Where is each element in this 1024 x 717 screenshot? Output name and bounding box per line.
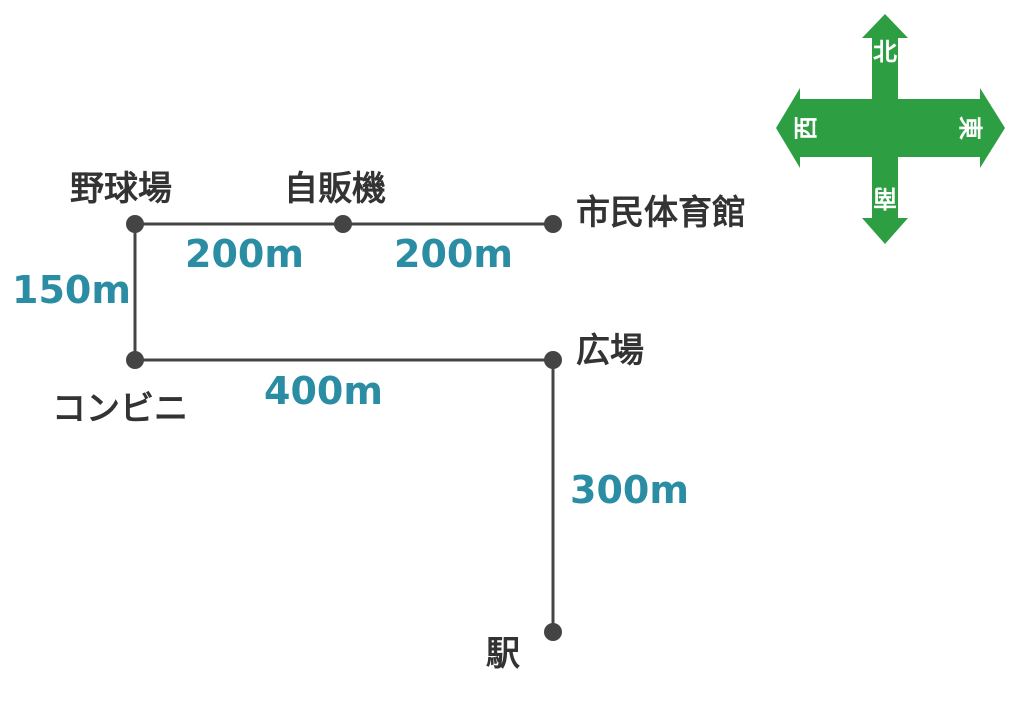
distance-plaza-station: 300m	[570, 468, 689, 512]
distance-labels: 200m 200m 150m 400m 300m	[12, 232, 689, 512]
distance-stadium-convenience: 150m	[12, 268, 131, 312]
label-station: 駅	[486, 634, 520, 674]
compass-south-label: 南	[873, 184, 897, 212]
distance-stadium-vending: 200m	[185, 232, 304, 276]
route-nodes	[126, 215, 562, 641]
place-labels: 野球場 自販機 市民体育館 コンビニ 広場 駅	[52, 169, 746, 674]
label-plaza: 広場	[576, 331, 644, 371]
label-vending-machine: 自販機	[284, 169, 386, 209]
node-convenience-store	[126, 351, 144, 369]
label-gymnasium: 市民体育館	[576, 193, 746, 233]
compass-cross-icon	[776, 14, 1005, 244]
node-vending-machine	[334, 215, 352, 233]
node-gymnasium	[544, 215, 562, 233]
compass-west-label: 西	[792, 116, 820, 140]
compass-east-label: 東	[956, 116, 984, 140]
distance-vending-gymnasium: 200m	[394, 232, 513, 276]
compass-rose: 北 南 東 西	[776, 14, 1005, 244]
label-convenience-store: コンビニ	[52, 389, 188, 429]
node-stadium	[126, 215, 144, 233]
distance-convenience-plaza: 400m	[264, 369, 383, 413]
compass-north-label: 北	[873, 38, 897, 66]
node-plaza	[544, 351, 562, 369]
route-lines	[133, 222, 555, 632]
label-stadium: 野球場	[70, 169, 172, 209]
node-station	[544, 623, 562, 641]
